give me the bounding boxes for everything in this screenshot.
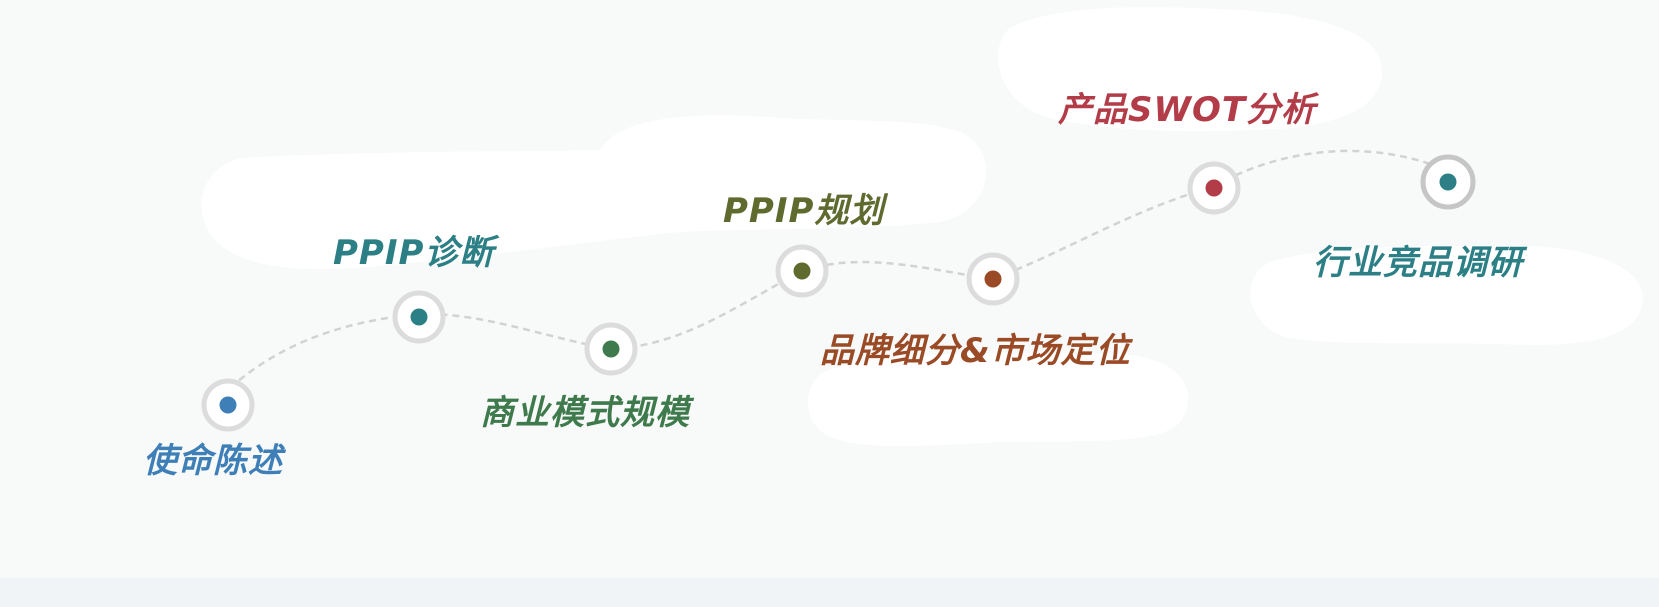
- step-label: PPIP规划: [723, 191, 885, 231]
- bottom-strip: [0, 578, 1659, 607]
- step-label: PPIP诊断: [333, 233, 495, 273]
- step-node-4: [775, 244, 829, 298]
- node-dot: [1205, 179, 1223, 197]
- step-node-5: [966, 252, 1020, 306]
- background-clouds: [201, 7, 1643, 447]
- cloud-right: [1250, 245, 1643, 345]
- step-node-2: [392, 290, 446, 344]
- cloud-left: [201, 115, 987, 269]
- timeline-nodes: [201, 154, 1476, 432]
- step-node-6: [1187, 161, 1241, 215]
- step-label: 品牌细分&市场定位: [820, 331, 1131, 371]
- node-dot: [984, 270, 1002, 288]
- node-dot: [219, 396, 237, 414]
- node-dot: [1439, 173, 1457, 191]
- cloud-center-bottom: [807, 353, 1189, 447]
- node-dot: [793, 262, 811, 280]
- cloud-top-right: [998, 7, 1383, 132]
- node-dot: [602, 340, 620, 358]
- step-label: 产品SWOT分析: [1058, 90, 1317, 130]
- step-label: 行业竞品调研: [1313, 243, 1523, 283]
- step-label: 商业模式规模: [480, 393, 690, 433]
- step-node-7: [1420, 154, 1476, 210]
- step-node-1: [201, 378, 255, 432]
- node-dot: [410, 308, 428, 326]
- step-node-3: [584, 322, 638, 376]
- step-label: 使命陈述: [143, 441, 283, 481]
